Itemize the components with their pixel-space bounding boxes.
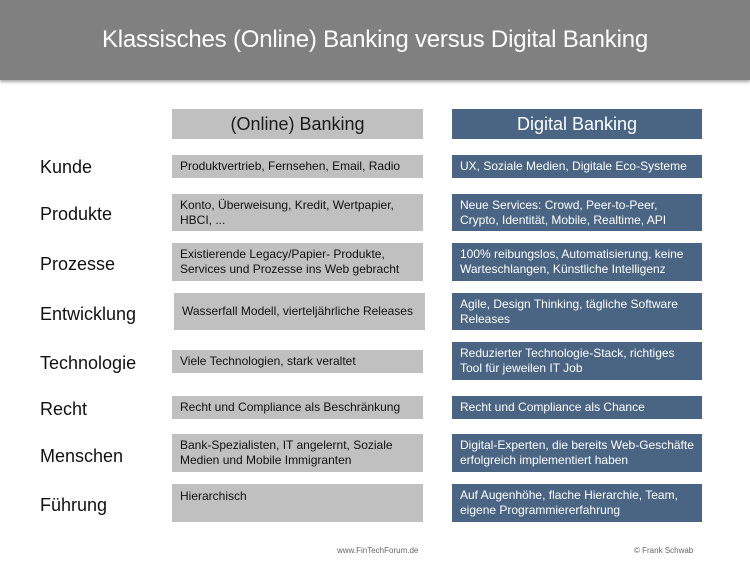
online-cell-recht: Recht und Compliance als Beschränkung <box>172 396 423 419</box>
column-header-online-banking: (Online) Banking <box>172 109 423 139</box>
digital-cell-menschen: Digital-Experten, die bereits Web-Geschä… <box>452 434 702 472</box>
digital-cell-entwicklung: Agile, Design Thinking, tägliche Softwar… <box>452 293 702 330</box>
row-label-recht: Recht <box>40 399 88 419</box>
online-cell-prozesse: Existierende Legacy/Papier- Produkte, Se… <box>172 243 423 281</box>
title-bar: Klassisches (Online) Banking versus Digi… <box>0 0 750 80</box>
row-label-produkte: Produkte <box>40 204 113 224</box>
digital-cell-produkte: Neue Services: Crowd, Peer-to-Peer, Cryp… <box>452 194 702 231</box>
row-label-prozesse: Prozesse <box>40 254 116 274</box>
online-cell-produkte: Konto, Überweisung, Kredit, Wertpapier, … <box>172 194 423 231</box>
row-label-entwicklung: Entwicklung <box>40 304 137 324</box>
row-label-technologie: Technologie <box>40 353 137 373</box>
online-cell-entwicklung: Wasserfall Modell, vierteljährliche Rele… <box>174 293 425 330</box>
online-cell-technologie: Viele Technologien, stark veraltet <box>172 350 423 373</box>
row-label-menschen: Menschen <box>40 446 124 466</box>
column-header-digital-banking: Digital Banking <box>452 109 702 139</box>
footer-source: www.FinTechForum.de <box>337 546 419 555</box>
online-cell-menschen: Bank-Spezialisten, IT angelernt, Soziale… <box>172 434 423 472</box>
digital-cell-recht: Recht und Compliance als Chance <box>452 396 702 419</box>
digital-cell-prozesse: 100% reibungslos, Automatisierung, keine… <box>452 243 702 281</box>
row-label-fuehrung: Führung <box>40 495 108 515</box>
row-label-kunde: Kunde <box>40 157 93 177</box>
footer-copyright: © Frank Schwab <box>634 546 694 555</box>
digital-cell-fuehrung: Auf Augenhöhe, flache Hierarchie, Team, … <box>452 484 702 522</box>
digital-cell-technologie: Reduzierter Technologie-Stack, richtiges… <box>452 342 702 380</box>
digital-cell-kunde: UX, Soziale Medien, Digitale Eco-Systeme <box>452 155 702 178</box>
online-cell-kunde: Produktvertrieb, Fernsehen, Email, Radio <box>172 155 423 178</box>
online-cell-fuehrung: Hierarchisch <box>172 484 423 522</box>
page-title: Klassisches (Online) Banking versus Digi… <box>101 26 649 53</box>
